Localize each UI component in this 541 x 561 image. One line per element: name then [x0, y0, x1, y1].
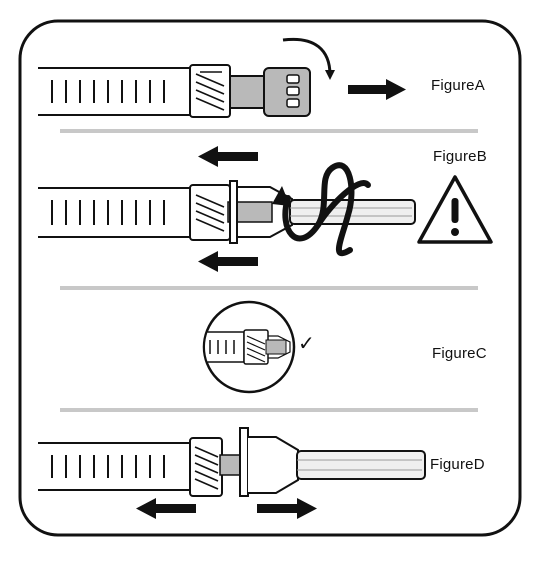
arrow-right-icon: [257, 498, 317, 519]
figure-b-syringe: [38, 180, 416, 244]
figure-c-detail-circle: [202, 300, 296, 394]
figure-d-syringe: [38, 427, 426, 497]
figure-a-syringe: [38, 64, 311, 118]
figure-b-label: FigureB: [433, 148, 487, 165]
arrow-right-icon: [348, 79, 406, 100]
figure-c-label: FigureC: [432, 345, 487, 362]
figure-d-label: FigureD: [430, 456, 485, 473]
arrow-left-icon: [198, 251, 258, 272]
diagram-frame: [18, 19, 522, 537]
warning-triangle-icon: [417, 175, 493, 244]
twist-arrow-icon: [282, 162, 371, 257]
arrow-left-icon: [136, 498, 196, 519]
figure-a-label: FigureA: [431, 77, 485, 94]
checkmark-icon: ✓: [298, 331, 315, 355]
arrow-left-icon: [198, 146, 258, 167]
rotate-arrow-icon: [282, 37, 335, 80]
